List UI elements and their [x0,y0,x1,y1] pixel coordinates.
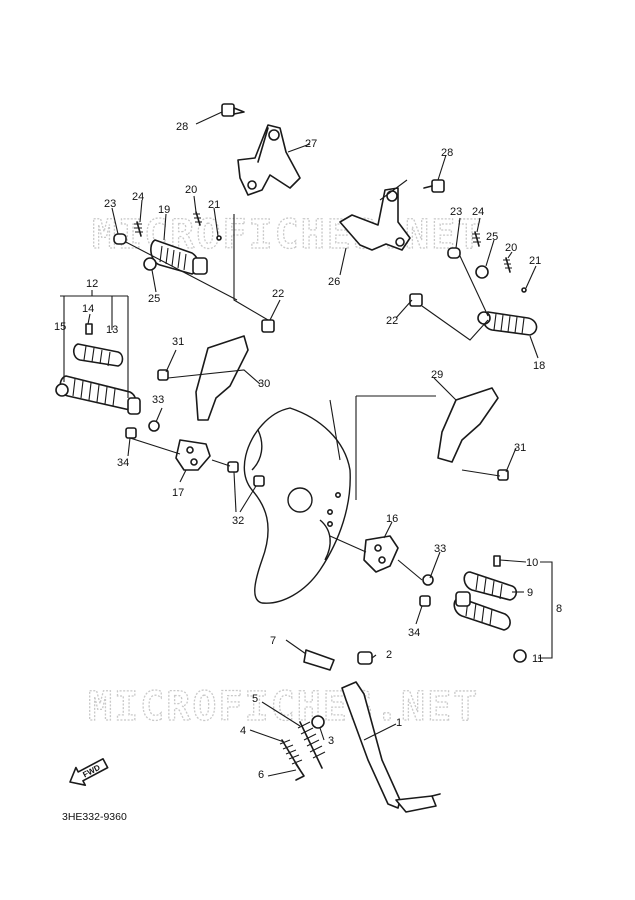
callout-22-right: 22 [386,315,398,327]
cotter-20-left [193,211,202,226]
callout-11: 11 [532,653,543,665]
washer-33-right [422,574,434,586]
spring-5 [297,721,326,769]
callout-22-left: 22 [272,288,284,300]
callout-24-left: 24 [132,191,144,203]
callout-9: 9 [527,587,533,599]
bolt-34-left [125,427,137,439]
front-footrest-left [55,323,141,415]
callout-21-right: 21 [529,255,541,267]
frame-outline [243,399,351,604]
bolt-31-left [157,369,169,381]
bolt-32-a [227,461,239,473]
pin-23-left [113,233,127,245]
spring-24-left [134,221,143,237]
damper-22-right [409,293,423,307]
callout-24-right: 24 [472,206,484,218]
callout-5: 5 [252,693,258,705]
callout-12: 12 [86,278,98,290]
callout-27: 27 [305,138,317,150]
callout-28-left: 28 [176,121,188,133]
heel-plate-30 [195,335,249,421]
callout-labels: 28 27 28 20 24 23 21 19 23 24 25 20 21 2… [54,121,562,781]
callout-23-left: 23 [104,198,116,210]
bolt-28-right [423,179,445,193]
callout-3: 3 [328,735,334,747]
hook-6 [295,763,305,781]
callout-19: 19 [158,204,170,216]
callout-31-left: 31 [172,336,184,348]
washer-25-right [475,265,489,279]
callout-7: 7 [270,635,276,647]
bolt-28-left [221,103,245,117]
callout-2: 2 [386,649,392,661]
damper-22-left [261,319,275,333]
bolt-32-b [253,475,265,487]
bracket-7 [303,649,335,671]
callout-1: 1 [396,717,402,729]
cotter-20-right [503,257,512,273]
watermark-bottom: MICROFICHES.NET [88,684,479,730]
washer-25-left [143,257,157,271]
rear-footrest-right [477,311,538,336]
callout-34-left: 34 [117,457,129,469]
callout-30: 30 [258,378,270,390]
callout-29: 29 [431,369,443,381]
callout-13: 13 [106,324,118,336]
ball-21-right [521,287,527,293]
spring-4 [279,739,303,771]
callout-20-right: 20 [505,242,517,254]
bolt-34-right [419,595,431,607]
washer-33-left [148,420,160,432]
callout-23-right: 23 [450,206,462,218]
callout-18: 18 [533,360,545,372]
callout-14: 14 [82,303,94,315]
callout-32: 32 [232,515,244,527]
sidestand [341,681,441,813]
callout-15: 15 [54,321,66,333]
callout-10: 10 [526,557,538,569]
callout-31-right: 31 [514,442,526,454]
callout-25-left: 25 [148,293,160,305]
callout-21-left: 21 [208,199,220,211]
callout-16: 16 [386,513,398,525]
callout-4: 4 [240,725,246,737]
callout-20-left: 20 [185,184,197,196]
heel-plate-29 [437,387,499,463]
forward-arrow-icon: FWD [69,758,109,786]
callout-28-right: 28 [441,147,453,159]
callout-33-left: 33 [152,394,164,406]
bolt-2 [357,651,373,665]
leader-lines [60,111,553,777]
diagram-code: 3HE332-9360 [62,811,127,823]
callout-6: 6 [258,769,264,781]
footrest-bracket-16 [363,535,399,573]
ball-21-left [216,235,222,241]
callout-17: 17 [172,487,184,499]
nut-3 [311,715,325,729]
rear-footrest-bracket-left [237,124,301,196]
front-footrest-right [453,555,527,663]
pin-23-right [447,247,461,259]
callout-33-right: 33 [434,543,446,555]
rear-footrest-left [121,239,238,301]
callout-26: 26 [328,276,340,288]
bolt-31-right [497,469,509,481]
callout-8: 8 [556,603,562,615]
callout-25-right: 25 [486,231,498,243]
callout-34-right: 34 [408,627,420,639]
footrest-bracket-17 [175,439,211,471]
spring-24-right [472,231,481,247]
